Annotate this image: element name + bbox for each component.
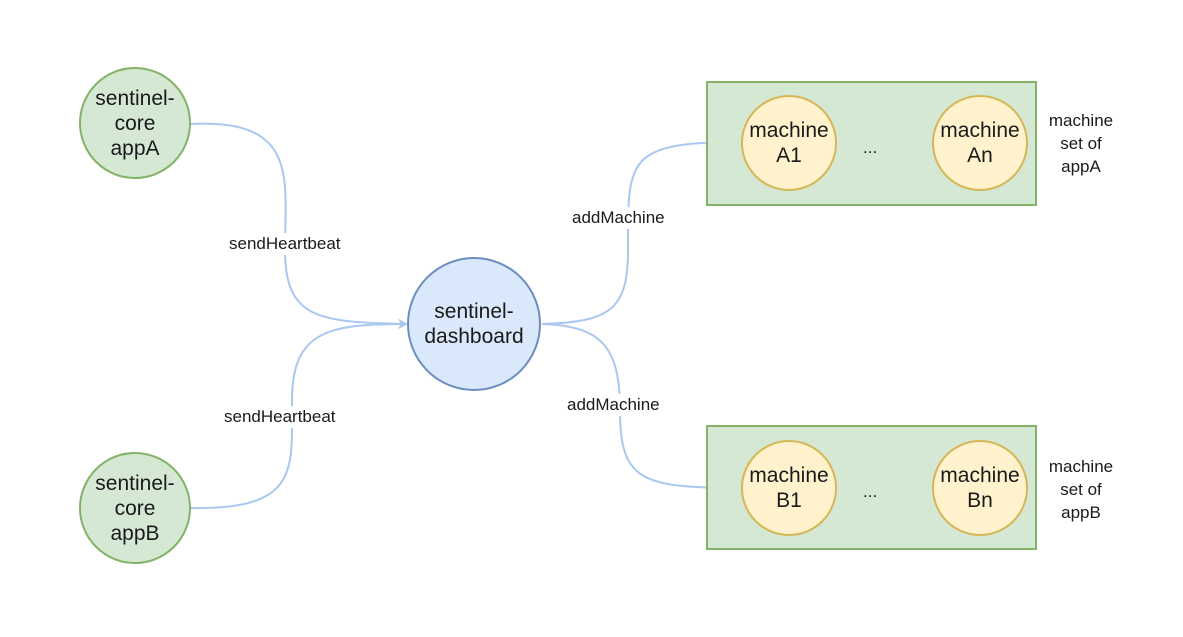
set-label-line: set of [1060, 134, 1102, 153]
node-label-line: appB [110, 521, 160, 545]
set-label-appB: machine set of appB [1031, 455, 1131, 524]
edge-dashboard-to-setA [541, 137, 742, 325]
set-label-appA: machine set of appA [1031, 109, 1131, 178]
edge-appA-to-dashboard [189, 122, 408, 329]
sentinel-core-appB-node[interactable]: sentinel- core appB [79, 452, 191, 564]
node-label-line: An [967, 144, 993, 167]
node-label-line: machine [940, 119, 1020, 142]
sentinel-core-appA-node[interactable]: sentinel- core appA [79, 67, 191, 179]
machine-A1-node[interactable]: machine A1 [741, 95, 837, 191]
node-label-line: dashboard [424, 325, 524, 348]
edge-appB-to-dashboard [189, 319, 408, 510]
set-label-line: machine [1048, 457, 1114, 476]
edge-label-send-heartbeat-a: sendHeartbeat [227, 233, 343, 255]
node-label-line: appA [110, 136, 160, 160]
machine-An-node[interactable]: machine An [932, 95, 1028, 191]
node-label-line: Bn [967, 489, 993, 512]
node-label-line: A1 [776, 144, 802, 167]
edge-label-add-machine-b: addMachine [565, 394, 662, 416]
edge-label-add-machine-a: addMachine [570, 207, 667, 229]
node-label-line: core [114, 496, 156, 520]
node-label-line: machine [749, 464, 829, 487]
node-label-line: sentinel- [95, 471, 175, 495]
set-label-line: set of [1060, 480, 1102, 499]
set-label-line: appB [1061, 503, 1101, 522]
sentinel-dashboard-node[interactable]: sentinel- dashboard [407, 257, 541, 391]
machine-Bn-node[interactable]: machine Bn [932, 440, 1028, 536]
machine-B1-node[interactable]: machine B1 [741, 440, 837, 536]
ellipsis-set-b: ... [863, 482, 878, 501]
node-label-line: core [114, 111, 156, 135]
node-label-line: sentinel- [95, 86, 175, 110]
ellipsis-set-a: ... [863, 138, 878, 157]
node-label-line: B1 [776, 489, 802, 512]
node-label-line: machine [749, 119, 829, 142]
edge-label-send-heartbeat-b: sendHeartbeat [222, 406, 338, 428]
node-label-line: sentinel- [434, 300, 514, 323]
set-label-line: appA [1061, 157, 1101, 176]
node-label-line: machine [940, 464, 1020, 487]
set-label-line: machine [1048, 111, 1114, 130]
